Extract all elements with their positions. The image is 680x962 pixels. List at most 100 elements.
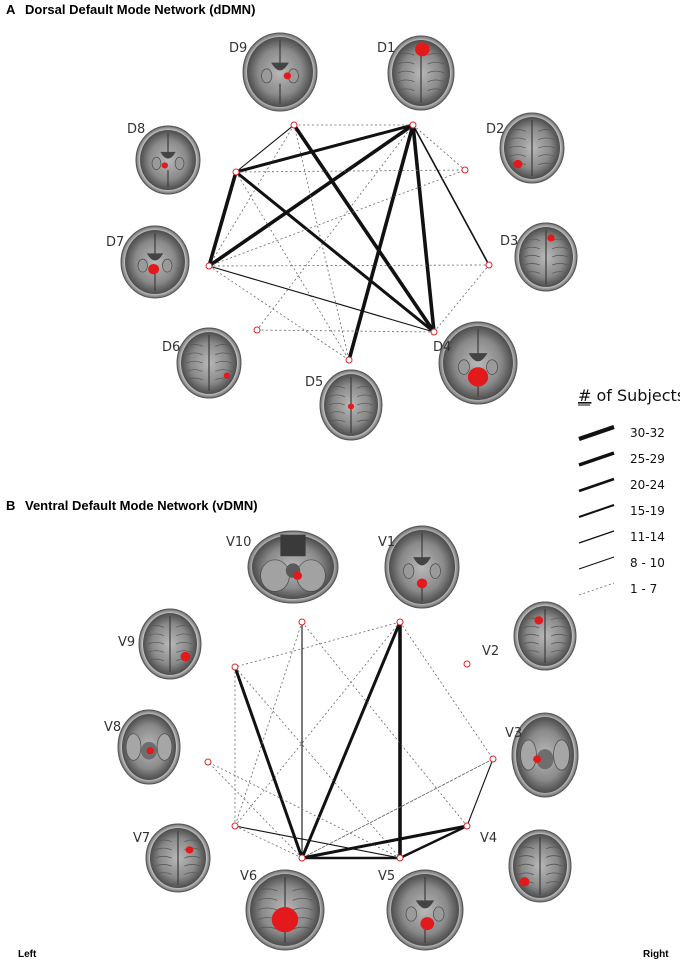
vdmn-connectivity-edges — [207, 621, 494, 860]
legend-line — [578, 477, 615, 493]
node-v9 — [231, 663, 239, 671]
edge-d7-d5 — [208, 265, 350, 361]
edge-d4-d3 — [433, 264, 490, 333]
activation-blob — [293, 571, 302, 580]
node-v8 — [204, 758, 212, 766]
edge-d1-d3 — [412, 124, 490, 266]
activation-blob — [271, 907, 299, 933]
legend-line — [578, 451, 615, 467]
brain-scan-d7 — [120, 225, 190, 299]
legend-title: # of Subjects — [578, 386, 680, 405]
label-d4: D4 — [433, 340, 451, 355]
activation-blob — [547, 234, 555, 242]
legend: # of Subjects 30-3225-2920-2415-1911-148… — [578, 386, 680, 596]
edge-v9-v6 — [233, 666, 304, 859]
activation-blob — [519, 877, 530, 887]
edge-v10-v7 — [234, 621, 303, 827]
dmn-network-nodes — [205, 121, 493, 364]
brain-scan-d4 — [438, 321, 518, 405]
legend-line — [578, 530, 615, 544]
node-d4 — [430, 328, 438, 336]
legend-line — [578, 582, 615, 596]
node-d9 — [290, 121, 298, 129]
edge-d8-d7 — [207, 171, 238, 267]
brain-scan-v9 — [138, 608, 202, 680]
legend-line — [578, 425, 615, 441]
right-orientation-label: Right — [643, 949, 669, 960]
dmn-connectivity-edges — [207, 123, 490, 361]
label-d5: D5 — [305, 375, 323, 390]
label-v9: V9 — [118, 635, 135, 650]
activation-blob — [534, 616, 544, 625]
edge-d7-d3 — [208, 264, 490, 267]
edge-v1-v3 — [399, 621, 494, 760]
activation-blob — [513, 159, 523, 169]
brain-scan-d6 — [176, 327, 242, 399]
label-v10: V10 — [226, 535, 251, 550]
node-d1 — [409, 121, 417, 129]
label-v8: V8 — [104, 720, 121, 735]
edge-v10-v4 — [301, 621, 468, 827]
brain-scan-d8 — [135, 125, 201, 195]
edge-d1-d7 — [207, 123, 415, 268]
node-d6 — [253, 326, 261, 334]
brain-scan-v10 — [247, 530, 339, 604]
legend-title-hash: # — [578, 386, 591, 405]
brain-scan-d2 — [499, 112, 565, 184]
edge-d8-d2 — [235, 169, 466, 173]
node-d2 — [461, 166, 469, 174]
legend-line — [578, 504, 615, 518]
node-v10 — [298, 618, 306, 626]
brain-scan-v7 — [145, 823, 211, 893]
brain-scan-v3 — [511, 712, 579, 798]
label-v1: V1 — [378, 535, 395, 550]
edge-v5-v4 — [399, 824, 468, 860]
edge-v1-v6 — [300, 621, 402, 859]
activation-blob — [185, 846, 194, 854]
edge-d1-d8 — [235, 123, 414, 174]
node-d7 — [205, 262, 213, 270]
edge-d1-d2 — [412, 124, 466, 171]
edge-d1-d4 — [411, 124, 436, 333]
legend-label: 30-32 — [630, 426, 665, 440]
node-v3 — [489, 755, 497, 763]
edge-v5-v7 — [234, 825, 401, 859]
edge-d6-d4 — [256, 329, 435, 333]
activation-blob — [223, 372, 231, 379]
activation-blob — [467, 367, 489, 387]
label-v5: V5 — [378, 869, 395, 884]
label-d2: D2 — [486, 122, 504, 137]
legend-line — [578, 556, 615, 570]
label-d1: D1 — [377, 41, 395, 56]
node-d5 — [345, 356, 353, 364]
dmn-brain-images — [120, 32, 578, 441]
edge-v6-v4 — [301, 824, 468, 860]
activation-blob — [180, 651, 191, 662]
edge-v6-v7 — [234, 825, 303, 859]
edge-d1-d6 — [256, 124, 414, 331]
activation-blob — [420, 917, 435, 931]
label-d9: D9 — [229, 41, 247, 56]
legend-label: 15-19 — [630, 504, 665, 518]
label-v4: V4 — [480, 831, 497, 846]
activation-blob — [146, 747, 154, 755]
left-orientation-label: Left — [18, 949, 37, 960]
label-v7: V7 — [133, 831, 150, 846]
edge-d9-d7 — [208, 124, 295, 267]
activation-blob — [415, 42, 430, 57]
panel-a-title: Dorsal Default Mode Network (dDMN) — [25, 2, 255, 17]
edge-d9-d8 — [235, 124, 295, 173]
panel-a-letter: A — [6, 2, 16, 17]
activation-blob — [347, 403, 355, 410]
label-v3: V3 — [505, 726, 522, 741]
activation-blob — [416, 578, 428, 589]
legend-label: 20-24 — [630, 478, 665, 492]
brain-scan-d9 — [242, 32, 318, 112]
edge-v4-v3 — [466, 758, 494, 827]
edge-v1-v9 — [234, 621, 401, 668]
edge-v5-v8 — [207, 761, 401, 859]
brain-scan-d1 — [387, 35, 455, 111]
label-d3: D3 — [500, 234, 518, 249]
brain-scan-d5 — [319, 369, 383, 441]
